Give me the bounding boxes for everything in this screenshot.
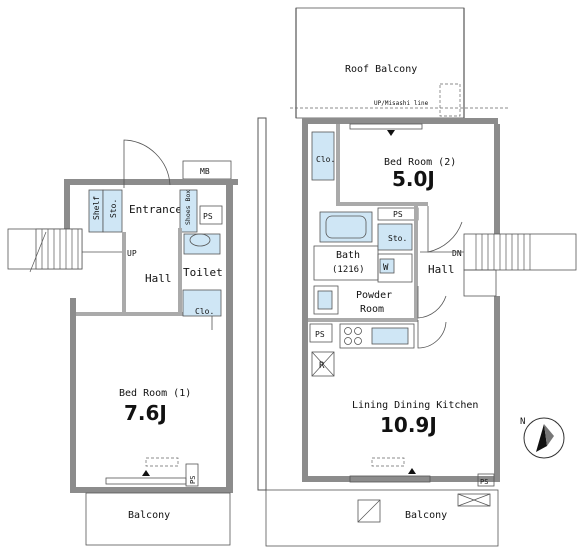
upper-floor: Roof Balcony UP/Misashi line Clo. Bed Ro… [257,7,577,547]
ps-kitchen-box [309,323,333,343]
up-label: UP [127,249,137,258]
entrance-door [123,139,171,188]
ps-bottom-label: PS [189,476,197,484]
wall-right-upper [494,124,500,234]
bedroom-1-name: Bed Room (1) [119,388,191,399]
mb-label: MB [200,167,210,176]
storage-1-label: Sto. [109,199,118,218]
storage-2 [377,223,413,251]
north-arrow-icon [523,417,565,459]
ldk-size: 10.9J [380,413,437,437]
bedroom2-bottom-wall [336,202,428,206]
washer-space [377,253,413,283]
ps-bottom-box [185,463,199,487]
wall-left-upper [64,179,70,229]
ac-unit-2 [371,457,405,467]
closet-2-label: Clo. [316,155,335,164]
shelf-label: Shelf [92,196,101,220]
entrance-label: Entrance [129,203,182,216]
bathtub [319,211,373,243]
bedroom2-door [427,206,463,253]
refrigerator-label: R [319,361,325,371]
hall-label: Hall [145,272,172,285]
bedroom-2-size: 5.0J [392,167,435,191]
shoes-box [179,189,198,233]
ps-kitchen-label: PS [315,330,325,339]
ps-entry-label: PS [203,212,213,221]
outer-left-rail [257,117,267,491]
ldk-door [417,320,447,349]
ps-corner-label: PS [480,478,488,486]
hall-partition [122,232,126,312]
toilet-bowl [189,233,211,247]
powder-door [417,286,447,319]
powder-room-label-1: Powder [356,290,392,301]
lower-floor: MB Shelf Sto. Entrance Shoes Box PS UP [7,139,238,546]
bath-right-wall [414,206,418,322]
right-stair-landing [463,233,577,271]
storage-1 [102,189,123,233]
closet-1-label: Clo. [195,307,214,316]
misashi-line-label: UP/Misashi line [374,100,429,107]
vanity [313,285,339,315]
window-2 [349,475,431,483]
powder-room-label-2: Room [360,304,384,315]
roof-balcony-label: Roof Balcony [345,64,417,75]
shoes-box-label: Shoes Box [184,190,192,225]
powder-bottom-wall [308,318,416,322]
bath-size-label: (1216) [332,265,365,275]
washer-label: W [383,263,389,273]
wall-bottom [302,476,500,482]
toilet-tank [183,233,221,255]
wall-right-lower [494,296,500,476]
balcony-ac-outdoor [457,493,491,507]
dn-label: DN [452,249,462,258]
bedroom-1-size: 7.6J [124,401,167,425]
washer [379,258,395,274]
kitchen-counter [339,323,415,349]
balcony-1-label: Balcony [128,510,170,521]
ps-corner-box [477,473,495,487]
roof-ac [439,83,461,117]
closet-wall [336,124,340,206]
bath-label: Bath [336,250,360,261]
refrigerator-space [311,351,335,377]
window-top [349,123,423,130]
ac-unit-1 [145,457,179,467]
bedroom1-top-wall [76,312,184,316]
balcony-2-label: Balcony [405,510,447,521]
wall-left [302,124,308,476]
balcony-1 [85,492,231,546]
balcony-2 [265,489,499,547]
north-label: N [520,417,525,427]
ldk-name: Lining Dining Kitchen [352,400,478,411]
toilet-wall [178,228,182,316]
left-stairs [35,228,83,270]
closet-2 [311,131,335,181]
vanity-basin [317,290,333,310]
ps-top-label: PS [393,210,403,219]
hall-2-label: Hall [428,263,455,276]
window-1 [105,477,187,485]
storage-2-label: Sto. [388,234,407,243]
wall-top [64,179,238,185]
closet-1 [182,289,222,317]
toilet-label: Toilet [183,266,223,279]
bedroom-2-name: Bed Room (2) [384,157,456,168]
ps-entry-box [199,205,223,225]
kitchen-sink [371,327,409,345]
wall-top [302,118,498,124]
balcony-hatch [357,499,381,523]
wall-bottom [70,487,233,493]
wall-right [226,185,233,492]
wall-left-lower [70,298,76,492]
stove-icon [344,327,362,345]
